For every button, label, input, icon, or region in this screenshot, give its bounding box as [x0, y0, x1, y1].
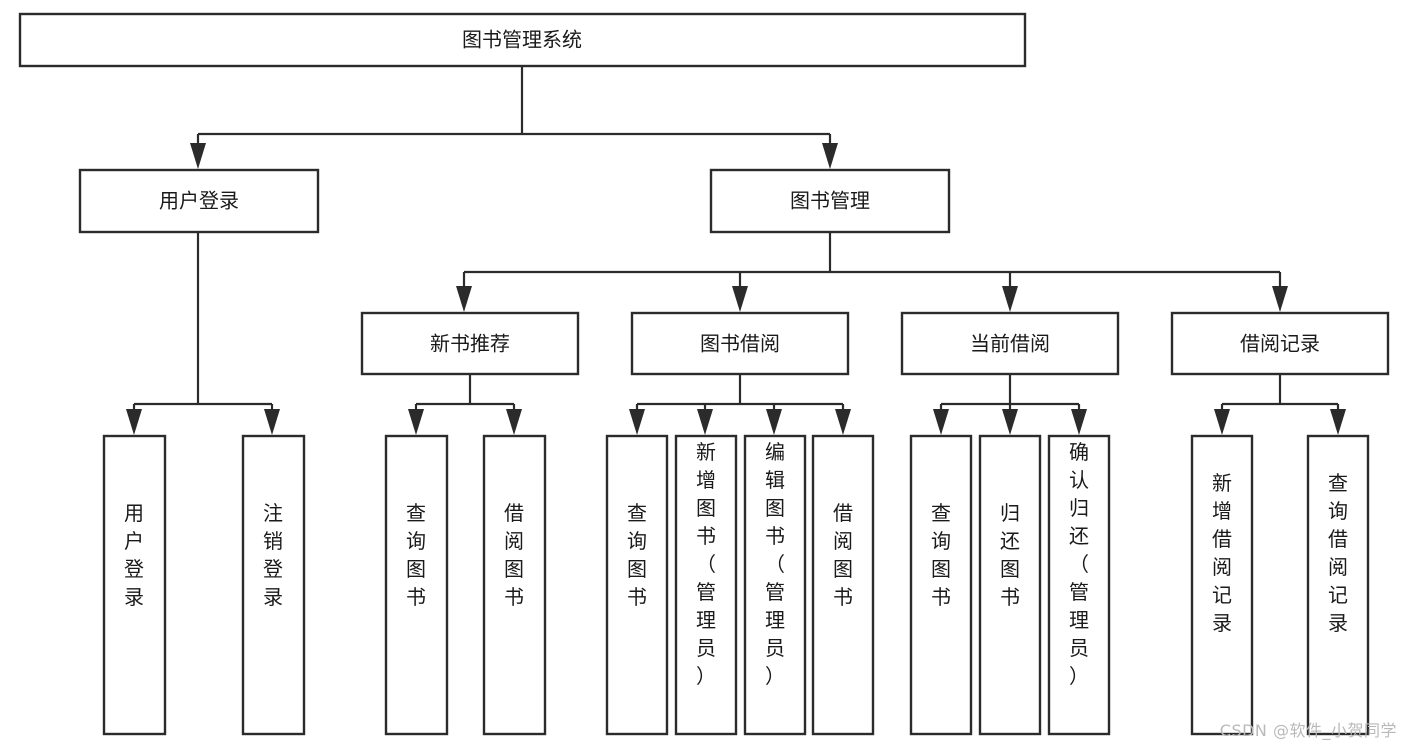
- arrow-to-current-borrow: [1002, 286, 1018, 312]
- arrow-to-leaf-edit-book: [766, 409, 782, 435]
- node-book-borrow-box[interactable]: [630, 311, 850, 376]
- node-leaf-logout[interactable]: 注销登录: [241, 434, 306, 736]
- node-leaf-add-record-label: 新增借阅记录: [1212, 471, 1232, 635]
- node-leaf-borrow-book-2-label: 借阅图书: [833, 501, 853, 609]
- node-leaf-add-book[interactable]: 新增图书（管理员）: [674, 434, 738, 736]
- arrow-to-leaf-query-book-2: [629, 409, 645, 435]
- node-leaf-edit-book-box[interactable]: [743, 434, 807, 736]
- arrow-to-leaf-query-book-3: [933, 409, 949, 435]
- arrow-to-book-borrow: [732, 286, 748, 312]
- arrow-to-new-book-rec: [456, 286, 472, 312]
- node-leaf-query-book-2[interactable]: 查询图书: [605, 434, 669, 736]
- node-leaf-return-book[interactable]: 归还图书: [978, 434, 1042, 736]
- node-leaf-query-record-box[interactable]: [1306, 434, 1370, 736]
- node-leaf-user-login-box[interactable]: [102, 434, 167, 736]
- node-leaf-logout-box[interactable]: [241, 434, 306, 736]
- csdn-watermark: CSDN @软件_小贺同学: [1219, 721, 1397, 740]
- arrow-to-leaf-return-book: [1002, 409, 1018, 435]
- arrow-to-leaf-add-record: [1214, 409, 1230, 435]
- node-leaf-query-record-label: 查询借阅记录: [1328, 471, 1348, 635]
- node-leaf-query-book-3-label: 查询图书: [931, 501, 951, 609]
- node-book-borrow-label: 图书借阅: [700, 332, 780, 356]
- node-book-manage-box[interactable]: [709, 168, 951, 234]
- node-root[interactable]: 图书管理系统: [18, 12, 1027, 68]
- node-borrow-record[interactable]: 借阅记录: [1170, 311, 1390, 376]
- arrow-to-leaf-confirm-return: [1071, 409, 1087, 435]
- node-root-box[interactable]: [18, 12, 1027, 68]
- node-leaf-add-book-label: 新增图书（管理员）: [696, 440, 716, 688]
- node-leaf-query-book-2-box[interactable]: [605, 434, 669, 736]
- node-leaf-edit-book[interactable]: 编辑图书（管理员）: [743, 434, 807, 736]
- node-book-borrow[interactable]: 图书借阅: [630, 311, 850, 376]
- arrow-to-leaf-add-book: [697, 409, 713, 435]
- node-borrow-record-box[interactable]: [1170, 311, 1390, 376]
- node-leaf-query-record[interactable]: 查询借阅记录: [1306, 434, 1370, 736]
- node-leaf-edit-book-label: 编辑图书（管理员）: [765, 440, 785, 688]
- node-current-borrow[interactable]: 当前借阅: [900, 311, 1120, 376]
- node-leaf-user-login[interactable]: 用户登录: [102, 434, 167, 736]
- node-new-book-rec-label: 新书推荐: [430, 332, 510, 356]
- node-leaf-borrow-book-2[interactable]: 借阅图书: [811, 434, 875, 736]
- node-leaf-return-book-label: 归还图书: [1000, 501, 1020, 609]
- arrow-to-book-manage: [822, 143, 838, 169]
- connector-layer: [126, 66, 1346, 435]
- node-leaf-query-book-3-box[interactable]: [909, 434, 973, 736]
- node-leaf-confirm-return-label: 确认归还（管理员）: [1069, 440, 1089, 688]
- node-leaf-borrow-book-2-box[interactable]: [811, 434, 875, 736]
- node-user-login-box[interactable]: [78, 168, 320, 234]
- node-borrow-record-label: 借阅记录: [1240, 332, 1320, 356]
- node-leaf-add-record-box[interactable]: [1190, 434, 1254, 736]
- node-leaf-borrow-book-1-label: 借阅图书: [504, 501, 524, 609]
- node-leaf-logout-label: 注销登录: [263, 501, 283, 609]
- arrow-to-leaf-logout: [264, 409, 280, 435]
- node-leaf-user-login-label: 用户登录: [124, 501, 144, 609]
- node-book-manage[interactable]: 图书管理: [709, 168, 951, 234]
- node-leaf-borrow-book-1[interactable]: 借阅图书: [482, 434, 547, 736]
- node-leaf-query-book-1[interactable]: 查询图书: [384, 434, 449, 736]
- node-leaf-query-book-2-label: 查询图书: [627, 501, 647, 609]
- node-leaf-query-book-3[interactable]: 查询图书: [909, 434, 973, 736]
- node-leaf-add-book-box[interactable]: [674, 434, 738, 736]
- node-leaf-add-record[interactable]: 新增借阅记录: [1190, 434, 1254, 736]
- node-user-login-label: 用户登录: [159, 189, 239, 213]
- node-user-login[interactable]: 用户登录: [78, 168, 320, 234]
- arrow-to-user-login: [190, 143, 206, 169]
- node-current-borrow-box[interactable]: [900, 311, 1120, 376]
- node-book-manage-label: 图书管理: [790, 189, 870, 213]
- arrow-to-borrow-record: [1272, 286, 1288, 312]
- node-current-borrow-label: 当前借阅: [970, 332, 1050, 356]
- arrow-to-leaf-borrow-book-2: [835, 409, 851, 435]
- node-leaf-confirm-return[interactable]: 确认归还（管理员）: [1047, 434, 1111, 736]
- arrow-to-leaf-query-record: [1330, 409, 1346, 435]
- node-leaf-confirm-return-box[interactable]: [1047, 434, 1111, 736]
- node-leaf-return-book-box[interactable]: [978, 434, 1042, 736]
- node-new-book-rec[interactable]: 新书推荐: [360, 311, 580, 376]
- arrow-to-leaf-user-login: [126, 409, 142, 435]
- arrow-to-leaf-borrow-book-1: [506, 409, 522, 435]
- node-leaf-borrow-book-1-box[interactable]: [482, 434, 547, 736]
- node-new-book-rec-box[interactable]: [360, 311, 580, 376]
- node-root-label: 图书管理系统: [462, 28, 582, 52]
- node-leaf-query-book-1-label: 查询图书: [406, 501, 426, 609]
- arrow-to-leaf-query-book-1: [408, 409, 424, 435]
- node-leaf-query-book-1-box[interactable]: [384, 434, 449, 736]
